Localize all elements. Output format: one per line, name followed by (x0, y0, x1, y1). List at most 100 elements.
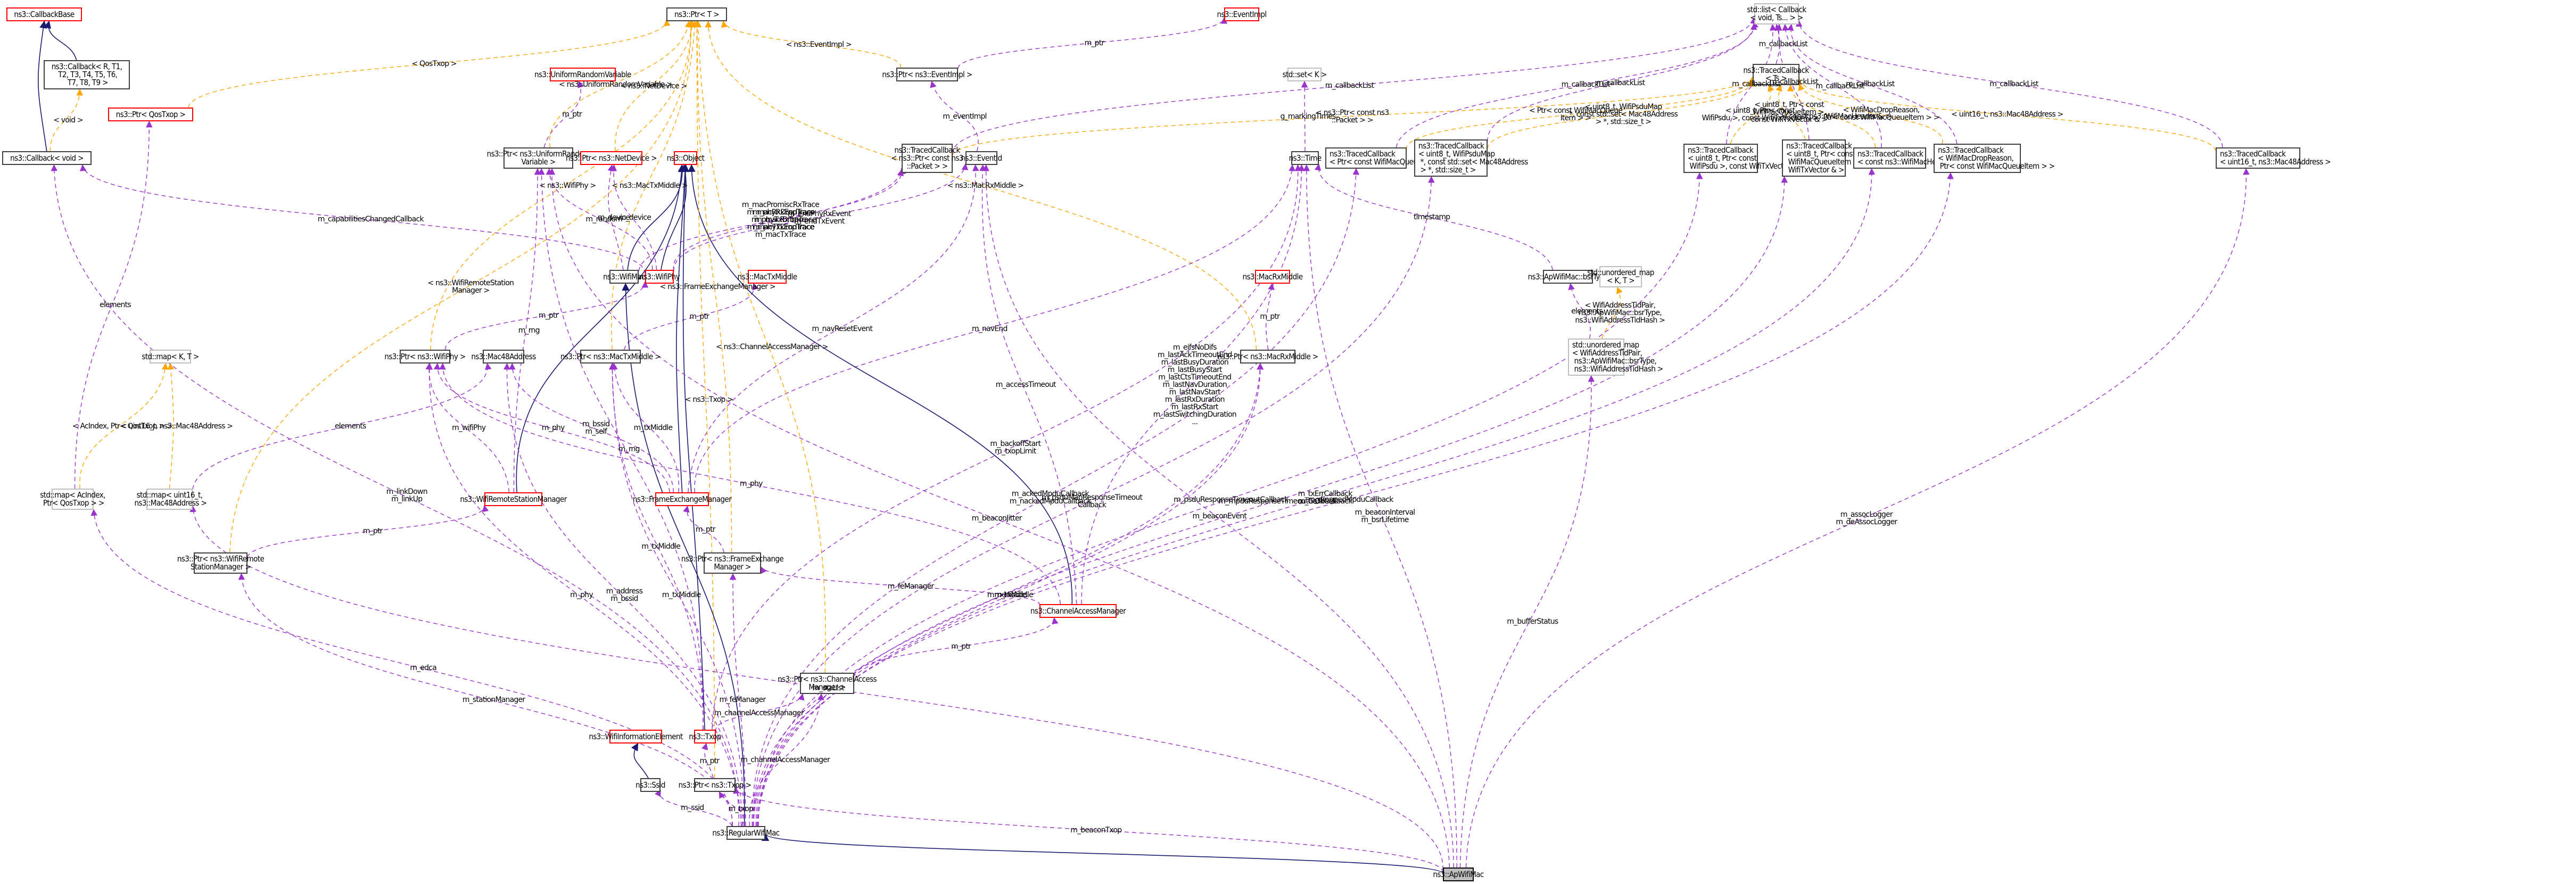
class-node-uniform-random-variable[interactable]: ns3::UniformRandomVariable (534, 68, 631, 81)
class-node-ptr-channelaccessmanager[interactable]: ns3::Ptr< ns3::ChannelAccess Manager > (778, 673, 877, 694)
class-node-apwifimac[interactable]: ns3::ApWifiMac (1433, 868, 1484, 881)
edge-label: elements (1571, 307, 1603, 316)
edge-label: m_wifiPhy (452, 424, 486, 432)
edge-label: m_ptr (538, 311, 559, 320)
edge-usage-ptrfem-to-fem (683, 505, 724, 553)
edge-usage-regularwifimac-to-mac48 (503, 362, 743, 827)
edge-usage-mapacindex-to-ptrqostxop (74, 120, 153, 489)
edge-label: m_callbackList (1561, 80, 1611, 89)
class-node-wifiphy[interactable]: ns3::WifiPhy (639, 270, 680, 284)
class-node-bsrtype[interactable]: ns3::ApWifiMac::bsrType (1528, 270, 1608, 284)
edge-label: m_address m_bssid (606, 586, 643, 603)
edge-inherit-wrsm-to-object (516, 164, 686, 493)
edge-usage-eventid-to-ptreventimpl (930, 80, 979, 152)
edge-label: m_rxMiddle (994, 590, 1033, 599)
class-node-ptr-uniform-random-variable[interactable]: ns3::Ptr< ns3::UniformRandom Variable > (487, 147, 590, 169)
edge-label: < const ns3::WifiMacHeader & > (1781, 112, 1892, 121)
class-node-tracedcallback-packet[interactable]: ns3::TracedCallback < ns3::Ptr< const ns… (891, 144, 964, 173)
class-node-tracedcallback-ts[interactable]: ns3::TracedCallback < Ts > (1743, 64, 1809, 85)
class-node-channelaccessmanager[interactable]: ns3::ChannelAccessManager (1030, 604, 1126, 618)
edge-template-ptrurv-to-ptrt (549, 20, 692, 148)
edge-label: m_ptr (362, 527, 383, 536)
edge-usage-regularwifimac-to-tcdrop (758, 172, 1954, 827)
edge-label: m_eifsNoDifs m_lastAckTimeoutEnd m_lastB… (1153, 343, 1237, 426)
class-node-eventimpl[interactable]: ns3::EventImpl (1217, 7, 1267, 21)
class-node-time[interactable]: ns3::Time (1289, 151, 1322, 165)
class-node-frameexchangemanager[interactable]: ns3::FrameExchangeManager (633, 492, 732, 506)
class-node-ptr-eventimpl[interactable]: ns3::Ptr< ns3::EventImpl > (882, 68, 972, 81)
class-node-mac48address[interactable]: ns3::Mac48Address (471, 350, 536, 363)
class-node-ptr-qostxop[interactable]: ns3::Ptr< QosTxop > (108, 108, 193, 121)
class-node-ptr-txop[interactable]: ns3::Ptr< ns3::Txop > (679, 778, 752, 792)
edge-label: m_callbackList (1732, 80, 1781, 88)
class-node-ptr-wifiphy[interactable]: ns3::Ptr< ns3::WifiPhy > (384, 350, 466, 363)
class-node-ssid[interactable]: ns3::Ssid (635, 778, 666, 792)
edge-template-tcheader-to-tcts (1787, 84, 1876, 148)
edge-inherit-cam-to-object (688, 164, 1073, 605)
class-node-macrxmiddle[interactable]: ns3::MacRxMiddle (1243, 270, 1303, 284)
class-node-ptr-macrxmiddle[interactable]: ns3::Ptr< ns3::MacRxMiddle > (1217, 350, 1318, 363)
edge-label: < ns3::WifiRemoteStation Manager > (427, 279, 514, 295)
edge-usage-wifimac-to-tcpacket (638, 168, 906, 271)
class-node-tracedcallback-assoc[interactable]: ns3::TracedCallback < uint16_t, ns3::Mac… (2216, 147, 2331, 169)
edge-usage-fem-to-eventid (688, 164, 979, 493)
class-node-unordered-map-kt[interactable]: std::unordered_map < K, T > (1587, 266, 1654, 287)
class-node-ptr-mactxmiddle[interactable]: ns3::Ptr< ns3::MacTxMiddle > (560, 350, 661, 363)
edge-label: < ns3::FrameExchangeManager > (659, 283, 776, 291)
class-node-tracedcallback-psdu[interactable]: ns3::TracedCallback < uint8_t, Ptr< cons… (1683, 144, 1805, 173)
edge-label: timestamp (1413, 212, 1450, 221)
edge-usage-ptreventimpl-to-eventimpl (957, 17, 1228, 69)
class-node-regularwifimac[interactable]: ns3::RegularWifiMac (712, 826, 780, 840)
class-node-map-uint16[interactable]: std::map< uint16_t, ns3::Mac48Address > (135, 489, 207, 510)
edge-label: m_accessTimeout (995, 380, 1056, 389)
class-node-tracedcallback-queueitem[interactable]: ns3::TracedCallback < Ptr< const WifiMac… (1325, 147, 1452, 169)
edge-usage-wifiphy-to-ptrnetdevice (610, 164, 657, 270)
edge-label: m_rng (618, 445, 640, 453)
edge-label: m_ptr (695, 525, 716, 534)
class-node-tracedcallback-drop[interactable]: ns3::TracedCallback < WifiMacDropReason,… (1934, 144, 2055, 173)
edge-label: m_callbackList (1596, 78, 1645, 87)
class-node-ptr-wifiremotestationmanager[interactable]: ns3::Ptr< ns3::WifiRemote StationManager… (177, 552, 265, 574)
edge-label: m_droppedMpduCallback (1308, 495, 1393, 504)
edge-usage-wrsm-to-ptrwifiphy (425, 362, 510, 493)
class-node-std-list-callback[interactable]: std::list< Callback < void, Ts... > > (1747, 3, 1806, 24)
class-node-eventid[interactable]: ns3::EventId (961, 151, 1002, 165)
edge-usage-tcpsdumap-to-stdlist (1487, 23, 1757, 142)
edge-usage-ptrmactx-to-mactxmiddle (623, 283, 759, 350)
class-node-callback-template[interactable]: ns3::Callback< R, T1, T2, T3, T4, T5, T6… (44, 60, 130, 89)
class-node-callback-base[interactable]: ns3::CallbackBase (6, 7, 82, 21)
edge-label: m_rxMiddle (987, 590, 1026, 599)
edge-template-tcassoc-to-tcts (1795, 78, 2216, 151)
class-node-wifiinformationelement[interactable]: ns3::WifiInformationElement (589, 730, 683, 743)
class-node-std-map-kt[interactable]: std::map< K, T > (142, 350, 199, 363)
class-node-tracedcallback-psdumap[interactable]: ns3::TracedCallback < uint8_t, WifiPsduM… (1414, 139, 1528, 177)
class-node-unordered-map-bsr[interactable]: std::unordered_map < WifiAddressTidPair,… (1568, 338, 1663, 376)
class-node-ptr-frameexchangemanager[interactable]: ns3::Ptr< ns3::FrameExchange Manager > (681, 552, 784, 574)
edge-usage-regularwifimac-to-ptrwifiphy (426, 362, 742, 827)
class-node-ptr-t[interactable]: ns3::Ptr< T > (666, 7, 727, 21)
edge-template-ptrwifiphy-to-ptrt (430, 20, 695, 350)
edge-usage-cam-to-eventid (979, 164, 1077, 605)
class-node-map-acindex[interactable]: std::map< AcIndex, Ptr< QosTxop > > (40, 489, 105, 510)
class-node-wifimac[interactable]: ns3::WifiMac (603, 270, 645, 284)
class-node-tracedcallback-mpdu[interactable]: ns3::TracedCallback < uint8_t, Ptr< cons… (1782, 139, 1881, 177)
edge-label: < uint8_t, Ptr< const WifiPsdu >, const … (1702, 106, 1819, 122)
edge-label: m_macPromiscRxTrace m_macRxDropTrace m_m… (741, 200, 820, 239)
edge-usage-wifiphy-to-ptrurv (546, 168, 653, 270)
edge-usage-txop-to-ptrmactx (608, 362, 704, 730)
class-node-wifiremotestationmanager[interactable]: ns3::WifiRemoteStationManager (460, 492, 567, 506)
edge-inherit-callbackvoid-to-callbackbase (37, 20, 47, 152)
class-node-std-set[interactable]: std::set< K > (1283, 68, 1327, 81)
edge-label: < ns3::NetDevice > (620, 82, 688, 90)
edge-label: m_callbackList (1769, 78, 1819, 86)
edge-inherit-ssid-to-wie (631, 742, 649, 779)
edge-usage-tcassoc-to-stdlist (1795, 20, 2223, 148)
class-node-ptr-netdevice[interactable]: ns3::Ptr< ns3::NetDevice > (566, 151, 657, 165)
class-node-callback-void[interactable]: ns3::Callback< void > (2, 151, 92, 165)
class-node-tracedcallback-header[interactable]: ns3::TracedCallback < const ns3::WifiMac… (1853, 147, 1966, 169)
class-node-mactxmiddle[interactable]: ns3::MacTxMiddle (738, 270, 797, 284)
edge-label: m_endPhyRxEvent m_endTxEvent (787, 210, 852, 226)
class-node-txop[interactable]: ns3::Txop (689, 730, 721, 743)
class-node-object[interactable]: ns3::Object (667, 151, 705, 165)
edge-label: m_rng (518, 326, 540, 335)
